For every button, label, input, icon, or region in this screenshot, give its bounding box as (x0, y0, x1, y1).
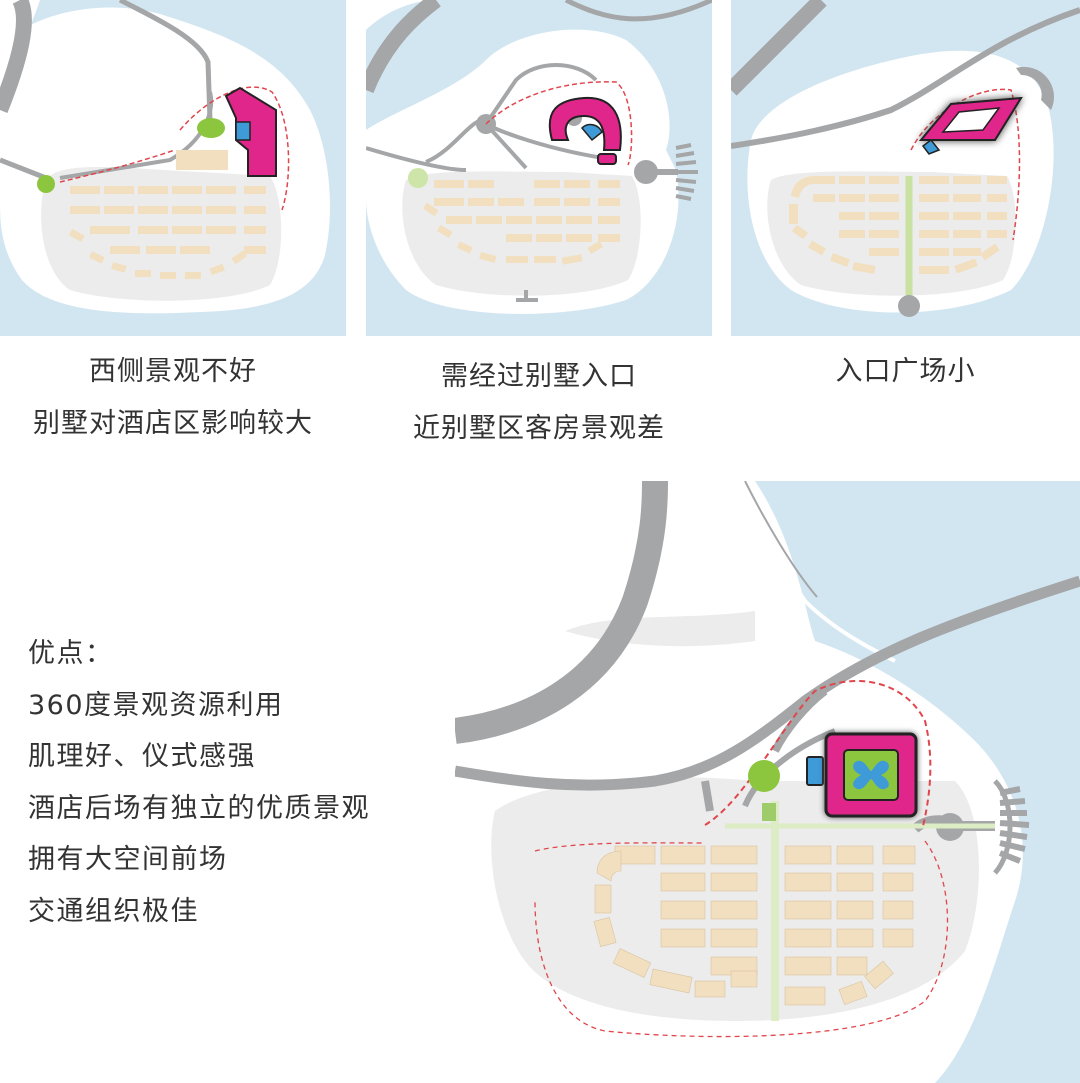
advantages-list: 优点： 360度景观资源利用 肌理好、仪式感强 酒店后场有独立的优质景观 拥有大… (28, 628, 370, 937)
advantages-heading: 优点： (28, 638, 114, 669)
option-1-caption: 西侧景观不好 别墅对酒店区影响较大 (0, 346, 346, 450)
advantage-item: 拥有大空间前场 (28, 844, 228, 875)
selected-plan (455, 481, 1080, 1083)
advantage-item: 360度景观资源利用 (28, 689, 284, 721)
option-3-caption: 入口广场小 (731, 346, 1080, 398)
advantage-item: 肌理好、仪式感强 (28, 741, 256, 772)
option-3-plan (731, 0, 1080, 336)
advantage-item: 交通组织极佳 (28, 895, 199, 927)
advantage-item: 酒店后场有独立的优质景观 (28, 792, 370, 824)
option-1-caption-line-1: 西侧景观不好 (89, 356, 257, 387)
option-3-caption-line-1: 入口广场小 (835, 356, 976, 387)
option-2-caption-line-1: 需经过别墅入口 (441, 361, 637, 392)
option-2-caption: 需经过别墅入口 近别墅区客房景观差 (366, 351, 712, 455)
option-2-plan (366, 0, 712, 336)
option-2-caption-line-2: 近别墅区客房景观差 (413, 413, 665, 444)
option-1-plan (0, 0, 346, 336)
option-1-caption-line-2: 别墅对酒店区影响较大 (33, 408, 313, 439)
